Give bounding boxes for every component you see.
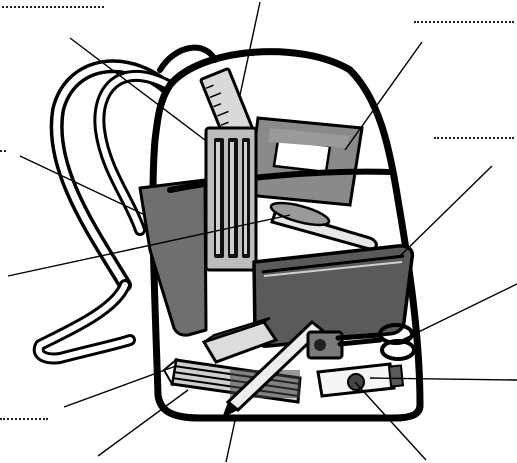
answer-blank-top-right[interactable] [414, 21, 514, 23]
answer-blank-left[interactable] [0, 150, 6, 152]
answer-blank-right[interactable] [434, 137, 514, 139]
pen-set-icon [204, 126, 258, 272]
folder-icon [138, 178, 208, 337]
scissors-icon [335, 323, 416, 361]
answer-blank-bottom-left[interactable] [0, 418, 48, 420]
eraser-icon [201, 317, 279, 364]
label-leader-lines [7, 1, 517, 463]
answer-blank-top-left[interactable] [2, 6, 104, 8]
notebook-icon [246, 116, 364, 207]
pencil-sharpener-icon [306, 330, 344, 360]
pencil-icon [222, 320, 325, 418]
backpack-straps-icon [32, 59, 182, 365]
glue-tube-icon [316, 362, 405, 398]
